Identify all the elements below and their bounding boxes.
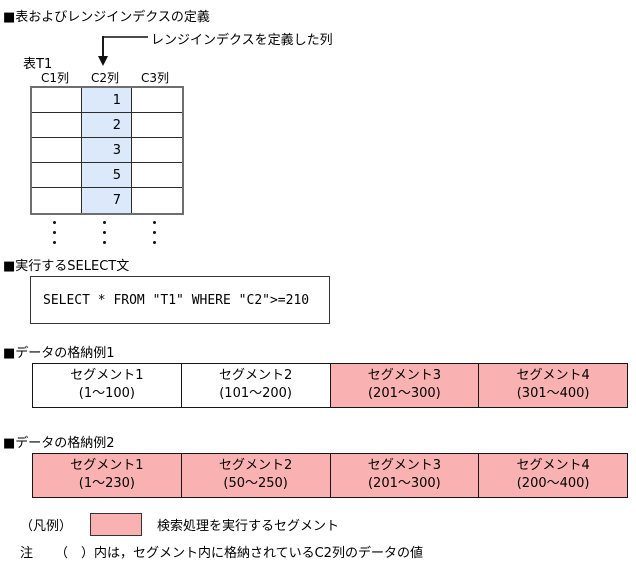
legend-label: （凡例） [20, 519, 73, 534]
table-cell [32, 138, 82, 163]
segment-range: (1～100) [78, 386, 135, 401]
select-statement-box: SELECT * FROM "T1" WHERE "C2">=210 [30, 276, 330, 324]
legend-swatch [90, 513, 142, 536]
note-prefix: 注 [20, 546, 34, 561]
arrow-down-icon [98, 56, 108, 66]
segment-range: (301～400) [516, 386, 590, 401]
table-cell-c2: 1 [82, 88, 132, 113]
section-heading-select: ■実行するSELECT文 [3, 259, 130, 274]
table-cell [132, 138, 182, 163]
table-cell [32, 88, 82, 113]
table-cell-c2: 3 [82, 138, 132, 163]
segment-cell: セグメント1 (1～100) [33, 364, 181, 407]
note-text: （ ）内は，セグメント内に格納されているC2列のデータの値 [55, 546, 423, 561]
segment-row-example1: セグメント1 (1～100) セグメント2 (101～200) セグメント3 (… [32, 363, 628, 408]
table-cell [32, 113, 82, 138]
segment-name: セグメント4 [516, 368, 590, 384]
table-cell [132, 163, 182, 188]
column-header-c2: C2列 [90, 71, 119, 85]
section-heading-definition: ■表およびレンジインデクスの定義 [3, 10, 210, 25]
segment-cell: セグメント1 (1～230) [33, 454, 181, 497]
ellipsis-dots-c2 [103, 221, 106, 244]
section-heading-example1: ■データの格納例1 [3, 346, 115, 361]
table-cell-c2: 5 [82, 163, 132, 188]
segment-name: セグメント3 [367, 458, 442, 474]
segment-cell: セグメント4 (200～400) [478, 454, 627, 497]
segment-range: (201～300) [367, 476, 441, 491]
range-index-arrow-label: レンジインデクスを定義した列 [151, 33, 333, 48]
table-cell-c2: 2 [82, 113, 132, 138]
ellipsis-dots-c1 [53, 221, 56, 244]
segment-cell: セグメント2 (50～250) [180, 454, 330, 497]
segment-name: セグメント4 [516, 458, 590, 474]
arrow-line-horizontal [103, 36, 148, 38]
column-header-c3: C3列 [140, 71, 169, 85]
segment-cell: セグメント3 (201～300) [329, 364, 479, 407]
segment-row-example2: セグメント1 (1～230) セグメント2 (50～250) セグメント3 (2… [32, 453, 628, 498]
section-heading-example2: ■データの格納例2 [3, 436, 115, 451]
column-header-c1: C1列 [40, 71, 69, 85]
segment-range: (201～300) [367, 386, 441, 401]
select-statement: SELECT * FROM "T1" WHERE "C2">=210 [43, 292, 310, 308]
segment-cell: セグメント4 (301～400) [478, 364, 627, 407]
segment-name: セグメント1 [70, 368, 144, 384]
column-headers: C1列 C2列 C3列 [30, 69, 180, 86]
segment-cell: セグメント3 (201～300) [329, 454, 479, 497]
table-cell [132, 88, 182, 113]
segment-range: (200～400) [516, 476, 590, 491]
table-cell [32, 188, 82, 213]
table-cell-c2: 7 [82, 188, 132, 213]
table-cell [132, 113, 182, 138]
table-name: 表T1 [23, 57, 53, 72]
t1-table: 1 2 3 5 7 [30, 86, 184, 215]
segment-range: (101～200) [219, 386, 293, 401]
ellipsis-dots-c3 [153, 221, 156, 244]
segment-name: セグメント3 [367, 368, 442, 384]
segment-cell: セグメント2 (101～200) [180, 364, 330, 407]
segment-name: セグメント2 [218, 368, 293, 384]
segment-name: セグメント1 [70, 458, 144, 474]
legend-description: 検索処理を実行するセグメント [157, 519, 340, 534]
table-cell [132, 188, 182, 213]
table-cell [32, 163, 82, 188]
segment-range: (50～250) [223, 476, 288, 491]
segment-range: (1～230) [78, 476, 135, 491]
segment-name: セグメント2 [218, 458, 293, 474]
arrow-line-vertical [102, 36, 104, 57]
